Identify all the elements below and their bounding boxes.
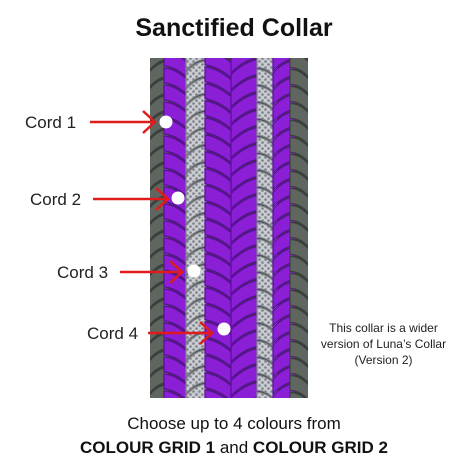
cord-1-label: Cord 1 xyxy=(25,113,77,132)
purple-strand xyxy=(163,390,183,398)
cord-3-arrow-head xyxy=(169,260,184,284)
grey-edge-strand xyxy=(289,238,308,265)
cord-3-label: Cord 3 xyxy=(57,263,109,282)
colour-grid-2-label: COLOUR GRID 2 xyxy=(252,438,388,457)
cord-3-marker-dot xyxy=(187,264,201,278)
silver-strand xyxy=(256,374,278,398)
grey-edge-strand xyxy=(289,68,308,95)
grey-edge-strand xyxy=(289,85,308,112)
note-line-2: version of Luna’s Collar xyxy=(320,337,447,351)
purple-strand xyxy=(204,372,236,398)
cord-2-marker-dot xyxy=(171,191,185,205)
grey-edge-strand xyxy=(289,204,308,231)
purple-strand xyxy=(204,389,226,398)
cord-1-marker-dot xyxy=(159,115,173,129)
grey-edge-strand xyxy=(289,58,308,78)
cord-4-label: Cord 4 xyxy=(87,324,139,343)
grey-edge-strand xyxy=(289,357,308,384)
colour-grid-1-label: COLOUR GRID 1 xyxy=(80,438,216,457)
silver-strand xyxy=(185,383,207,398)
grey-edge-strand xyxy=(289,187,308,214)
cord-1-arrow-head xyxy=(142,110,157,134)
grey-edge-strand xyxy=(289,255,308,282)
collar-note: This collar is a wider version of Luna’s… xyxy=(306,320,461,368)
footer-and: and xyxy=(219,438,249,457)
grey-edge-strand xyxy=(289,221,308,248)
cord-arrows xyxy=(90,110,231,345)
note-line-1: This collar is a wider xyxy=(329,321,438,335)
grey-edge-strand xyxy=(289,289,308,316)
cord-4-marker-dot xyxy=(217,322,231,336)
purple-strand xyxy=(230,58,259,75)
grey-edge-strand xyxy=(289,170,308,197)
footer-line-2: COLOUR GRID 1 and COLOUR GRID 2 xyxy=(0,436,468,460)
cord-4-arrow-head xyxy=(199,321,214,345)
silver-strand xyxy=(256,391,273,398)
page-title: Sanctified Collar xyxy=(135,14,333,42)
note-line-3: (Version 2) xyxy=(354,353,413,367)
grey-edge-strand xyxy=(289,391,306,398)
grey-edge-strand xyxy=(289,136,308,163)
footer-line-1: Choose up to 4 colours from xyxy=(127,414,341,433)
footer-instructions: Choose up to 4 colours from COLOUR GRID … xyxy=(0,412,468,460)
cord-2-label: Cord 2 xyxy=(30,190,82,209)
grey-edge-strand xyxy=(289,323,308,350)
grey-edge-strand xyxy=(289,102,308,129)
grey-edge-strand xyxy=(289,119,308,146)
grey-edge-strand xyxy=(289,374,308,398)
cord-2-arrow-head xyxy=(155,187,170,211)
grey-edge-strand xyxy=(289,306,308,333)
grey-edge-strand xyxy=(289,340,308,367)
grey-edge-strand xyxy=(289,153,308,180)
purple-strand xyxy=(163,373,191,398)
collar-weave xyxy=(150,58,308,398)
grey-edge-strand xyxy=(289,272,308,299)
